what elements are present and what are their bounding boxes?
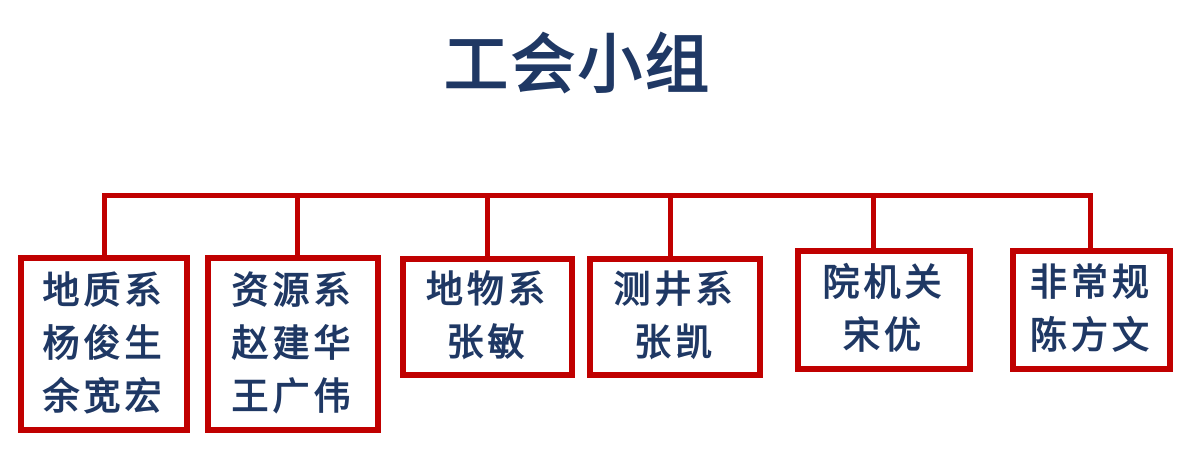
connector-vertical-2 <box>295 193 300 257</box>
box-dept-label: 地质系 <box>42 270 166 312</box>
box-dept-label: 非常规 <box>1030 263 1153 304</box>
box-member-name: 赵建华 <box>231 323 355 365</box>
connector-horizontal <box>103 193 1093 198</box>
box-member-name: 张凯 <box>634 323 716 364</box>
box-member-name: 杨俊生 <box>42 323 166 365</box>
box-member-name: 余宽宏 <box>42 376 166 418</box>
box-member-name: 陈方文 <box>1030 316 1153 357</box>
connector-vertical-6 <box>1088 193 1093 250</box>
box-geophysics-dept: 地物系 张敏 <box>400 256 575 378</box>
box-unconventional: 非常规 陈方文 <box>1010 248 1173 372</box>
box-dept-label: 院机关 <box>822 263 946 304</box>
connector-vertical-4 <box>668 193 673 258</box>
box-dept-label: 资源系 <box>231 270 355 312</box>
chart-title: 工会小组 <box>444 30 712 101</box>
box-institute-office: 院机关 宋优 <box>795 248 973 372</box>
connector-vertical-3 <box>485 193 490 258</box>
box-member-name: 张敏 <box>446 323 529 364</box>
box-resources-dept: 资源系 赵建华 王广伟 <box>205 255 381 433</box>
box-dept-label: 地物系 <box>426 270 549 311</box>
box-dept-label: 测井系 <box>613 270 737 311</box>
box-member-name: 宋优 <box>843 316 925 357</box>
box-geology-dept: 地质系 杨俊生 余宽宏 <box>18 255 190 433</box>
connector-vertical-1 <box>102 193 107 257</box>
connector-vertical-5 <box>871 193 876 250</box>
box-well-logging-dept: 测井系 张凯 <box>587 256 763 378</box>
box-member-name: 王广伟 <box>231 376 355 418</box>
